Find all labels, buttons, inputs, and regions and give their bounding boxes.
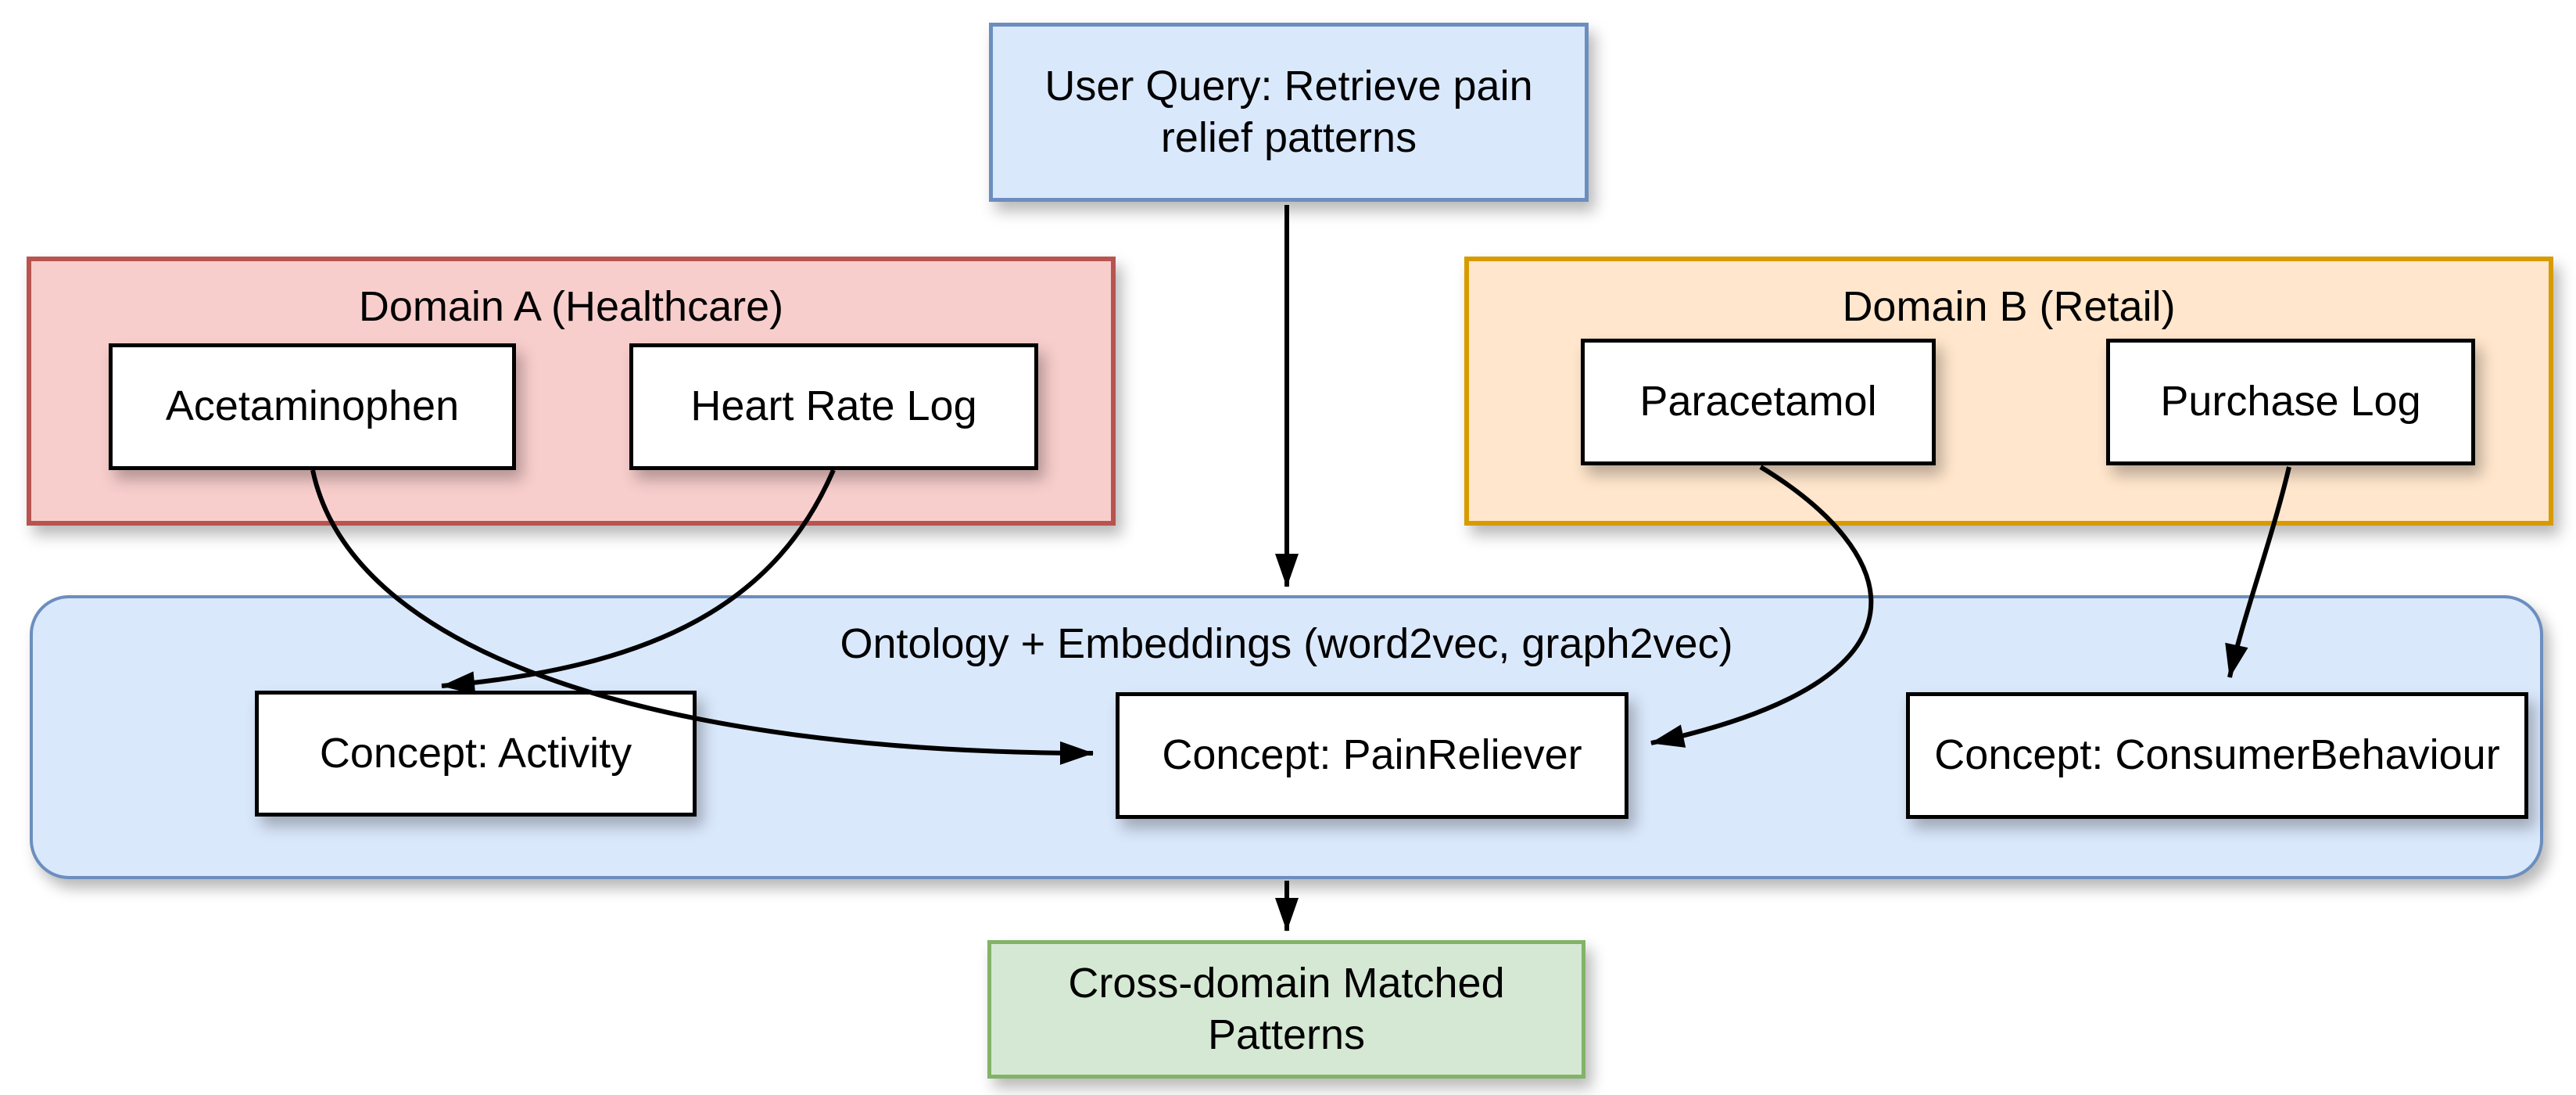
output-node: Cross-domain Matched Patterns bbox=[987, 940, 1585, 1079]
node-concept-activity: Concept: Activity bbox=[255, 691, 697, 817]
node-purchase-log: Purchase Log bbox=[2106, 339, 2475, 465]
domain-a-title: Domain A (Healthcare) bbox=[358, 283, 784, 330]
node-concept-consumerbehaviour: Concept: ConsumerBehaviour bbox=[1906, 692, 2528, 819]
node-acetaminophen-label: Acetaminophen bbox=[165, 382, 460, 430]
domain-b-title: Domain B (Retail) bbox=[1842, 283, 2176, 330]
node-paracetamol: Paracetamol bbox=[1581, 339, 1936, 465]
node-concept-activity-label: Concept: Activity bbox=[319, 729, 632, 777]
node-concept-painreliever-label: Concept: PainReliever bbox=[1162, 731, 1582, 779]
node-concept-consumerbehaviour-label: Concept: ConsumerBehaviour bbox=[1934, 731, 2500, 779]
user-query-label: User Query: Retrieve pain relief pattern… bbox=[1044, 62, 1533, 161]
node-acetaminophen: Acetaminophen bbox=[109, 343, 516, 470]
node-purchase-log-label: Purchase Log bbox=[2160, 378, 2421, 425]
output-node-label: Cross-domain Matched Patterns bbox=[1068, 959, 1505, 1058]
node-heart-rate-log: Heart Rate Log bbox=[629, 343, 1038, 470]
ontology-title: Ontology + Embeddings (word2vec, graph2v… bbox=[840, 620, 1733, 667]
node-paracetamol-label: Paracetamol bbox=[1639, 378, 1877, 425]
node-concept-painreliever: Concept: PainReliever bbox=[1116, 692, 1628, 819]
node-heart-rate-log-label: Heart Rate Log bbox=[690, 382, 977, 430]
user-query-node: User Query: Retrieve pain relief pattern… bbox=[989, 23, 1589, 202]
